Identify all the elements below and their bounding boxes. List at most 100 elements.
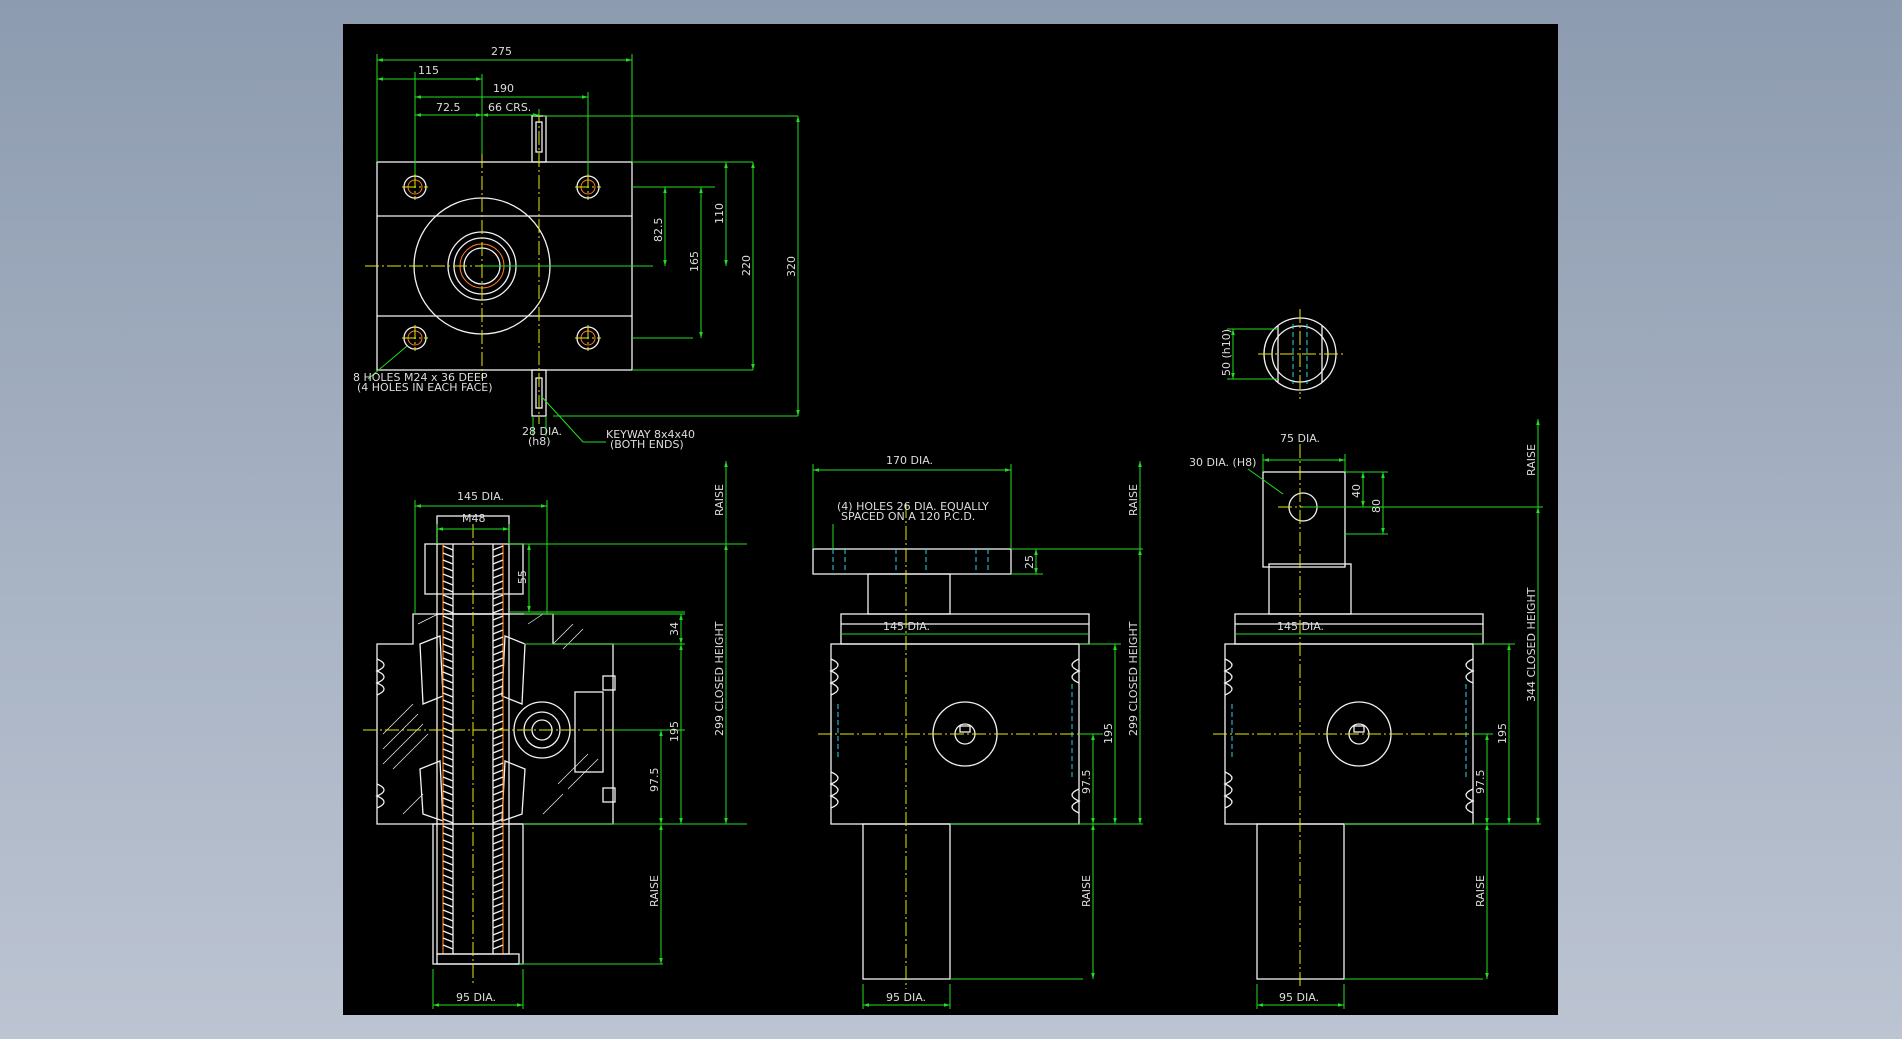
thread-tooth-left [442,545,454,551]
thread-tooth-right [492,783,504,789]
thread-tooth-left [442,692,454,698]
thread-tooth-right [492,825,504,831]
thread-tooth-left [442,573,454,579]
sv-dim-299-closed: 299 CLOSED HEIGHT [713,621,726,736]
thread-tooth-right [492,839,504,845]
fv-dim-25: 25 [1023,555,1036,569]
thread-tooth-left [442,797,454,803]
thread-tooth-left [442,832,454,838]
thread-tooth-right [492,552,504,558]
dim-320: 320 [785,256,798,277]
thread-tooth-left [442,720,454,726]
fv-dim-145-dia: 145 DIA. [883,620,930,633]
sv-dim-55: 55 [516,570,529,584]
thread-tooth-left [442,734,454,740]
thread-tooth-right [492,909,504,915]
thread-tooth-left [442,804,454,810]
cv-dim-raise-top: RAISE [1525,444,1538,476]
thread-tooth-right [492,776,504,782]
sv-dim-95-dia: 95 DIA. [456,991,496,1004]
thread-tooth-left [442,776,454,782]
thread-tooth-right [492,867,504,873]
fv-dim-299-closed: 299 CLOSED HEIGHT [1127,621,1140,736]
section-view: 145 DIA. M48 55 34 195 97.5 299 CLOSED H… [363,461,747,1009]
thread-tooth-right [492,608,504,614]
thread-tooth-left [442,839,454,845]
cv-clevis-block [1262,471,1346,568]
thread-tooth-right [492,713,504,719]
cv-dim-344-closed: 344 CLOSED HEIGHT [1525,587,1538,702]
thread-tooth-left [442,559,454,565]
dim-66-crs: 66 CRS. [488,101,531,114]
thread-tooth-left [442,664,454,670]
thread-tooth-right [492,804,504,810]
thread-tooth-left [442,636,454,642]
thread-tooth-left [442,699,454,705]
thread-tooth-left [442,601,454,607]
thread-tooth-right [492,797,504,803]
fv-note-holes-sub: SPACED ON A 120 P.C.D. [841,510,975,523]
cv-dim-195: 195 [1496,723,1509,744]
thread-tooth-right [492,601,504,607]
thread-tooth-left [442,678,454,684]
fv-input-shaft-boss [932,701,998,767]
thread-tooth-left [442,818,454,824]
thread-tooth-right [492,748,504,754]
thread-tooth-right [492,594,504,600]
drawing-canvas: 275 115 190 72.5 66 CRS. 82.5 110 165 22… [353,45,1543,1009]
thread-tooth-left [442,762,454,768]
thread-tooth-left [442,790,454,796]
cv-dim-75-dia: 75 DIA. [1280,432,1320,445]
thread-tooth-left [442,580,454,586]
thread-tooth-right [492,671,504,677]
thread-tooth-left [442,783,454,789]
fv-dim-97-5: 97.5 [1080,770,1093,795]
thread-tooth-right [492,615,504,621]
thread-tooth-right [492,902,504,908]
thread-tooth-right [492,755,504,761]
thread-tooth-left [442,825,454,831]
fv-dim-170-dia: 170 DIA. [886,454,933,467]
thread-tooth-right [492,762,504,768]
fv-top-plate [840,613,1090,645]
thread-tooth-left [442,916,454,922]
cv-dim-40: 40 [1350,484,1363,498]
thread-tooth-left [442,650,454,656]
dim-82-5: 82.5 [652,218,665,243]
thread-tooth-left [442,811,454,817]
thread-tooth-right [492,741,504,747]
thread-tooth-left [442,909,454,915]
thread-tooth-right [492,559,504,565]
thread-tooth-left [442,608,454,614]
note-tapped-holes-sub: (4 HOLES IN EACH FACE) [357,381,493,394]
dim-72-5: 72.5 [436,101,461,114]
thread-tooth-left [442,930,454,936]
thread-tooth-right [492,699,504,705]
thread-tooth-left [442,748,454,754]
note-keyway: KEYWAY 8x4x40 [606,428,695,441]
thread-tooth-right [492,734,504,740]
thread-tooth-left [442,874,454,880]
thread-tooth-right [492,664,504,670]
thread-tooth-left [442,944,454,950]
housing-section [376,613,614,825]
fv-dim-raise-bottom: RAISE [1080,875,1093,907]
thread-tooth-right [492,629,504,635]
fv-dim-95-dia: 95 DIA. [886,991,926,1004]
dim-190: 190 [493,82,514,95]
thread-tooth-left [442,566,454,572]
note-shaft-dia: 28 DIA. [522,425,562,438]
cv-dim-30-dia: 30 DIA. (H8) [1189,456,1256,469]
cv-dim-50-h10: 50 (h10) [1220,329,1233,376]
thread-tooth-right [492,923,504,929]
thread-tooth-right [492,832,504,838]
sv-dim-raise-top: RAISE [713,484,726,516]
thread-tooth-right [492,657,504,663]
dim-115: 115 [418,64,439,77]
thread-tooth-right [492,846,504,852]
thread-tooth-right [492,692,504,698]
thread-tooth-right [492,769,504,775]
fv-dim-raise-top: RAISE [1127,484,1140,516]
thread-tooth-right [492,818,504,824]
thread-teeth [442,545,504,950]
